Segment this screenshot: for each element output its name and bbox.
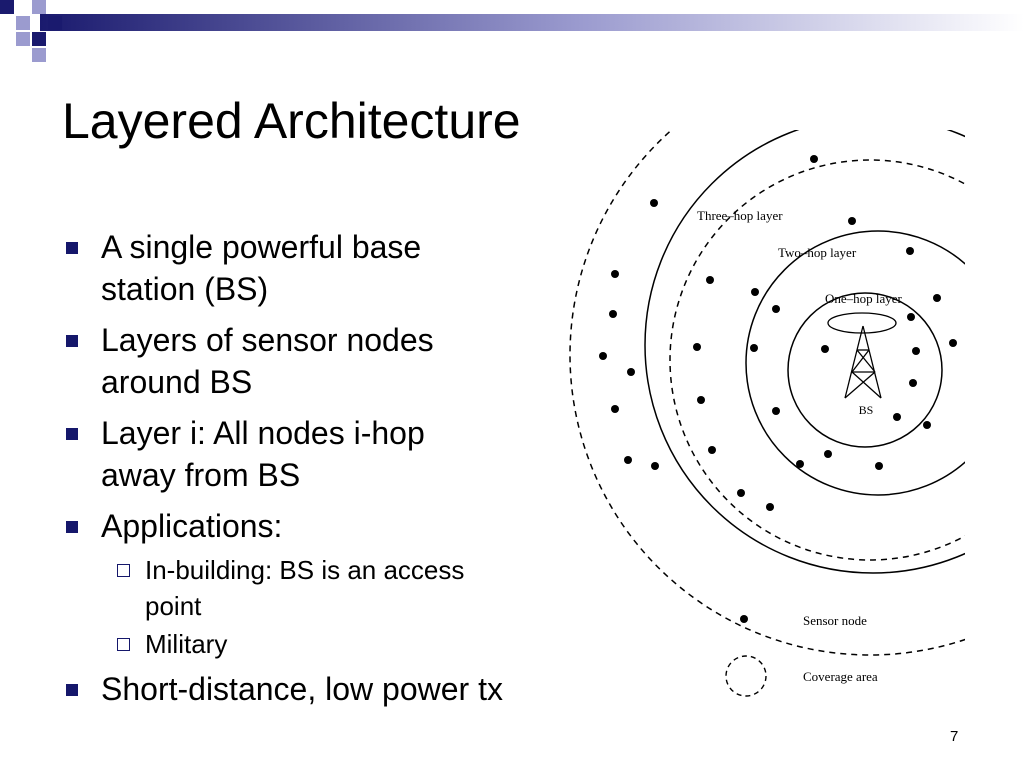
two-hop-layer-label: Two–hop layer: [778, 245, 857, 260]
header-square: [32, 48, 46, 62]
one-hop-layer-ring: [787, 292, 943, 448]
slide-title: Layered Architecture: [62, 93, 521, 149]
page-number: 7: [950, 728, 959, 745]
legend-coverage-area-label: Coverage area: [803, 669, 878, 684]
sensor-node-dot: [599, 352, 607, 360]
filled-square-bullet-icon: [66, 684, 78, 696]
two-hop-layer-ring: [745, 230, 965, 496]
bullet-item: Short-distance, low power tx: [64, 668, 624, 710]
sensor-node-dot: [907, 313, 915, 321]
layered-architecture-diagram: BS Three–hop layer Two–hop layer One–hop…: [569, 130, 965, 697]
sensor-node-dot: [750, 344, 758, 352]
base-station-label: BS: [859, 403, 874, 417]
sensor-node-dot: [751, 288, 759, 296]
base-station-tower-icon: [827, 312, 897, 399]
sensor-node-dot: [609, 310, 617, 318]
header-square: [32, 0, 46, 14]
sensor-node-dot: [706, 276, 714, 284]
legend-sensor-node-label: Sensor node: [803, 613, 867, 628]
sub-bullet-item: Military: [64, 626, 624, 662]
sensor-node-dot: [810, 155, 818, 163]
filled-square-bullet-icon: [66, 521, 78, 533]
sensor-node-dot: [651, 462, 659, 470]
sensor-node-dot: [697, 396, 705, 404]
header-square: [48, 16, 62, 30]
bullet-text: Applications:: [101, 508, 283, 544]
sensor-node-dot: [949, 339, 957, 347]
sensor-node-dot: [611, 270, 619, 278]
header-square: [0, 0, 14, 14]
sensor-node-dot: [923, 421, 931, 429]
filled-square-bullet-icon: [66, 242, 78, 254]
header-square: [32, 32, 46, 46]
hollow-square-bullet-icon: [117, 564, 130, 577]
filled-square-bullet-icon: [66, 428, 78, 440]
sensor-node-dot: [708, 446, 716, 454]
sensor-node-dot: [824, 450, 832, 458]
legend-sensor-node-symbol: [740, 615, 748, 623]
bullet-text: Military: [145, 629, 228, 659]
sensor-node-dot: [893, 413, 901, 421]
header-square: [16, 16, 30, 30]
sensor-nodes: [599, 155, 957, 511]
two-hop-coverage-dashed: [669, 159, 965, 561]
sensor-node-dot: [627, 368, 635, 376]
filled-square-bullet-icon: [66, 335, 78, 347]
one-hop-layer-label: One–hop layer: [825, 291, 903, 306]
sensor-node-dot: [737, 489, 745, 497]
bullet-item: Applications:: [64, 505, 624, 547]
sensor-node-dot: [933, 294, 941, 302]
three-hop-layer-label: Three–hop layer: [697, 208, 783, 223]
sensor-node-dot: [693, 343, 701, 351]
sensor-node-dot: [796, 460, 804, 468]
header-square: [16, 32, 30, 46]
three-hop-layer-ring: [644, 130, 965, 574]
sensor-node-dot: [766, 503, 774, 511]
sensor-node-dot: [772, 305, 780, 313]
hollow-square-bullet-icon: [117, 638, 130, 651]
sensor-node-dot: [848, 217, 856, 225]
sensor-node-dot: [624, 456, 632, 464]
sensor-node-dot: [906, 247, 914, 255]
sensor-node-dot: [875, 462, 883, 470]
sensor-node-dot: [912, 347, 920, 355]
sensor-node-dot: [772, 407, 780, 415]
sensor-node-dot: [650, 199, 658, 207]
sensor-node-dot: [909, 379, 917, 387]
sensor-node-dot: [611, 405, 619, 413]
header-gradient-bar: [40, 14, 1024, 31]
sensor-node-dot: [821, 345, 829, 353]
legend-coverage-area-symbol: [725, 655, 767, 697]
bullet-text: Short-distance, low power tx: [101, 671, 503, 707]
header-decoration: [0, 0, 1024, 62]
